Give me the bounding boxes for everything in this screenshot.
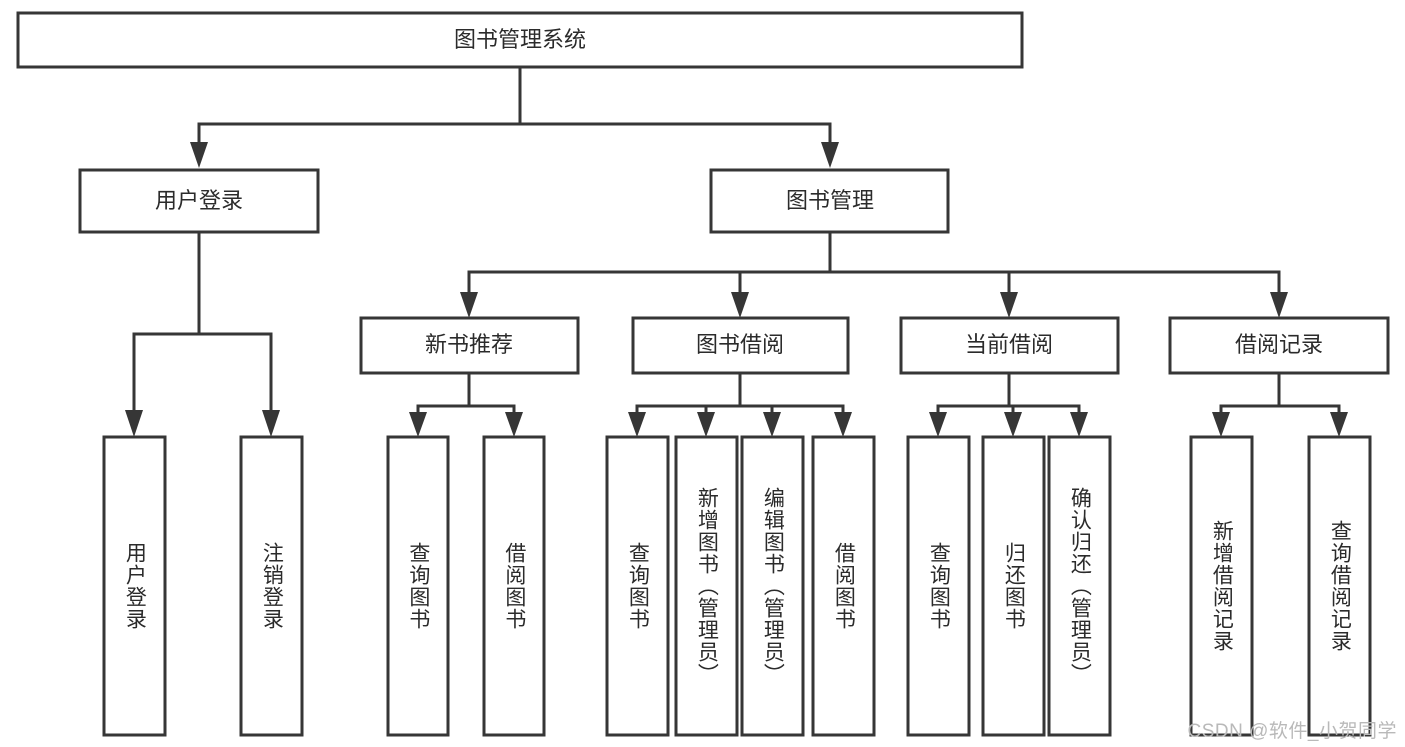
- arrow-cb-3: [1070, 412, 1088, 437]
- node-box-user-login[interactable]: [78, 168, 320, 234]
- node-box-leaf-book-borrow-2[interactable]: [674, 435, 739, 737]
- arrow-bb-2: [697, 412, 715, 437]
- node-box-leaf-user-login-1[interactable]: [102, 435, 167, 737]
- node-box-book-borrow[interactable]: [631, 316, 850, 375]
- node-label-user-login: 用户登录: [155, 188, 243, 213]
- connector-layer: [125, 65, 1348, 437]
- arrow-bb-3: [763, 412, 781, 437]
- arrow-user-login-2: [262, 410, 280, 437]
- arrow-user-login-1: [125, 410, 143, 437]
- node-box-book-manage[interactable]: [709, 168, 950, 234]
- arrow-cb-1: [929, 412, 947, 437]
- node-box-current-borrow[interactable]: [899, 316, 1120, 375]
- node-label-book-manage: 图书管理: [786, 188, 874, 213]
- arrow-root-to-book-manage: [821, 142, 839, 168]
- arrow-root-to-user-login: [190, 142, 208, 168]
- arrow-bm-2: [731, 292, 749, 318]
- node-box-leaf-book-borrow-4[interactable]: [811, 435, 876, 737]
- node-box-borrow-record[interactable]: [1168, 316, 1390, 375]
- arrow-bb-4: [834, 412, 852, 437]
- arrow-bm-4: [1270, 292, 1288, 318]
- node-layer: 图书管理系统 用户登录 图书管理 新书推荐 图书借阅 当前借阅 借阅记录: [16, 11, 1390, 737]
- arrow-cb-2: [1004, 412, 1022, 437]
- node-label-root: 图书管理系统: [454, 27, 586, 52]
- node-box-leaf-new-book-1[interactable]: [386, 435, 450, 737]
- node-box-leaf-book-borrow-3[interactable]: [740, 435, 805, 737]
- node-box-leaf-user-login-2[interactable]: [239, 435, 304, 737]
- arrow-br-2: [1330, 412, 1348, 437]
- node-box-leaf-current-borrow-1[interactable]: [906, 435, 971, 737]
- arrow-bb-1: [628, 412, 646, 437]
- node-box-leaf-borrow-record-1[interactable]: [1189, 435, 1254, 737]
- node-box-leaf-borrow-record-2[interactable]: [1307, 435, 1372, 737]
- node-label-borrow-record: 借阅记录: [1235, 332, 1323, 357]
- arrow-bm-1: [460, 292, 478, 318]
- node-label-current-borrow: 当前借阅: [965, 332, 1053, 357]
- watermark-text: CSDN @软件_小贺同学: [1187, 721, 1397, 742]
- arrow-nb-1: [409, 412, 427, 437]
- node-box-leaf-new-book-2[interactable]: [482, 435, 546, 737]
- node-box-leaf-current-borrow-2[interactable]: [981, 435, 1046, 737]
- node-box-new-book[interactable]: [359, 316, 580, 375]
- node-box-leaf-current-borrow-3[interactable]: [1047, 435, 1112, 737]
- node-label-new-book: 新书推荐: [425, 332, 513, 357]
- arrow-nb-2: [505, 412, 523, 437]
- arrow-br-1: [1212, 412, 1230, 437]
- node-box-leaf-book-borrow-1[interactable]: [605, 435, 670, 737]
- node-label-book-borrow: 图书借阅: [696, 332, 784, 357]
- node-box-root[interactable]: [16, 11, 1024, 69]
- arrow-bm-3: [1000, 292, 1018, 318]
